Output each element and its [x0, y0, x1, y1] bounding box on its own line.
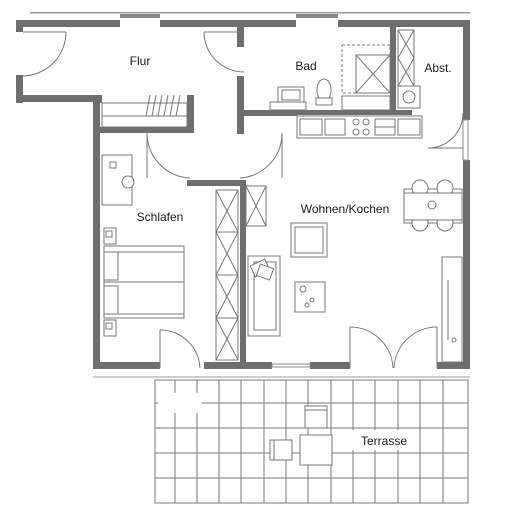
room-label-schlafen: Schlafen [136, 210, 184, 224]
bathroom-fixtures [269, 44, 421, 111]
bedroom-furniture [101, 154, 239, 361]
room-label-bad: Bad [295, 59, 317, 73]
room-label-terrasse: Terrasse [360, 434, 408, 448]
doors [22, 31, 464, 369]
kitchen [296, 115, 423, 139]
walls [16, 12, 470, 369]
terrace-label-bg [352, 430, 414, 450]
living-furniture [245, 179, 463, 363]
terrace-furniture [269, 405, 333, 466]
room-label-abst: Abst. [424, 61, 452, 75]
fixture-symbols [105, 161, 117, 330]
flur-wardrobe [101, 94, 188, 128]
windows [271, 119, 469, 368]
storage-shelves [397, 29, 415, 87]
room-label-wohnen-kochen: Wohnen/Kochen [300, 202, 390, 216]
room-label-flur: Flur [129, 54, 151, 68]
